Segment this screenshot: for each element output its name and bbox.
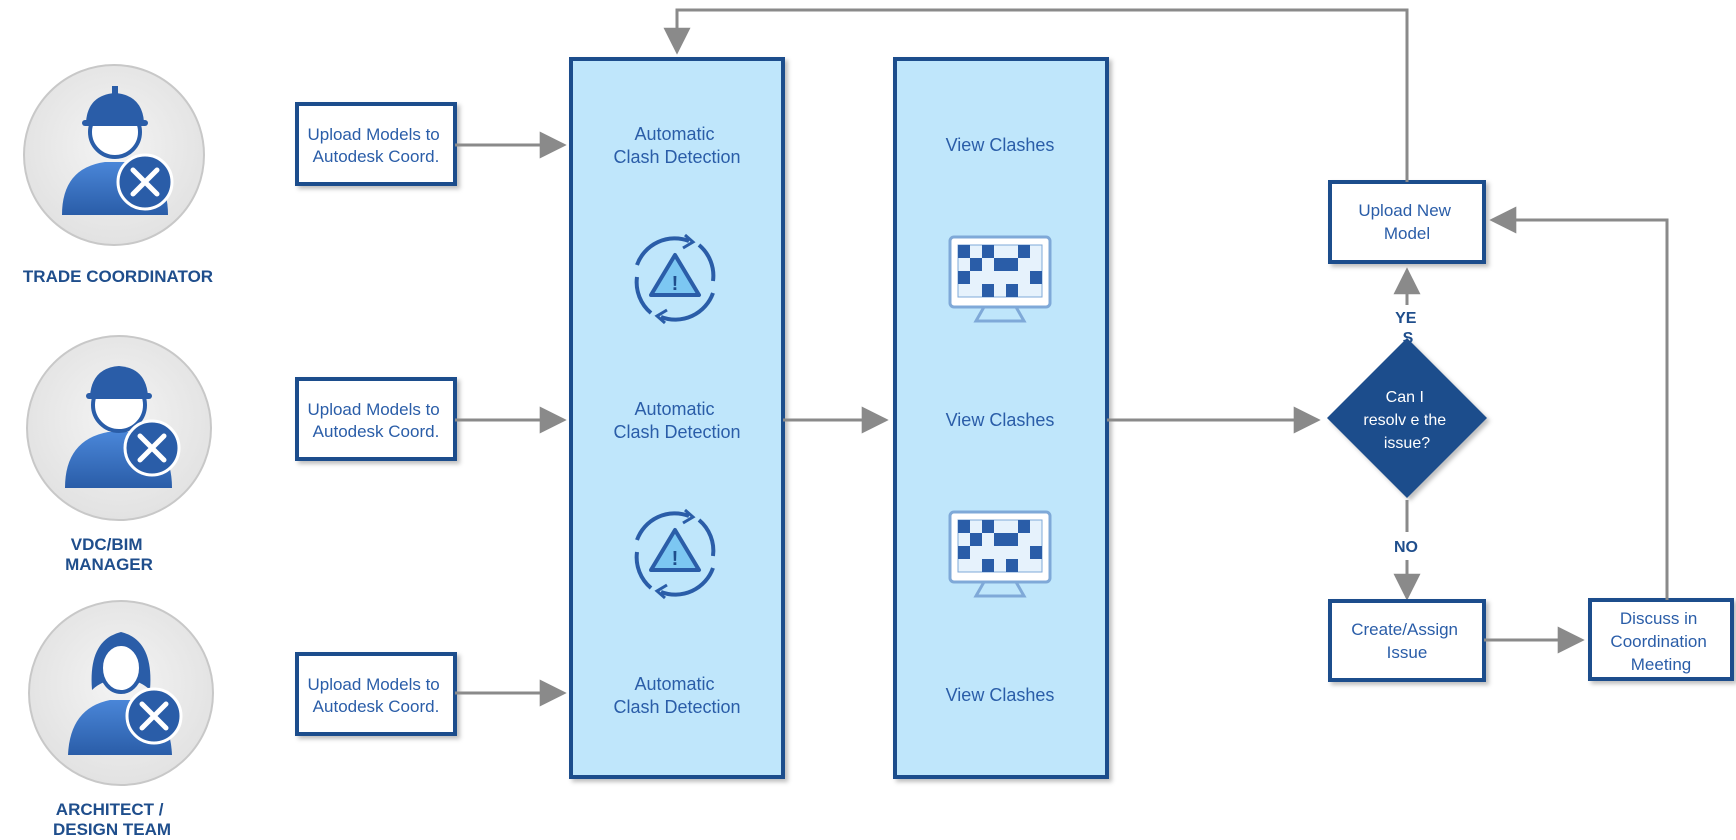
discuss-coordination-meeting-box: Discuss in Coordination Meeting <box>1588 598 1734 681</box>
detection-label-1: Automatic Clash Detection <box>613 124 740 167</box>
role-label-trade-coordinator: TRADE COORDINATOR <box>23 267 213 286</box>
upload-models-box-2: Upload Models to Autodesk Coord. <box>295 377 457 461</box>
svg-text:Upload Models to Autodes: Upload Models to Autodesk Coord. <box>307 125 444 166</box>
no-label: NO <box>1394 539 1418 556</box>
worker-with-tools-icon <box>62 86 174 215</box>
yes-label: YE S <box>1395 310 1421 347</box>
detection-label-2: Automatic Clash Detection <box>613 399 740 442</box>
view-clashes-label-1: View Clashes <box>946 135 1055 155</box>
arrow-discuss-to-upload-new-model <box>1489 206 1669 600</box>
warning-refresh-icon: ! <box>634 508 716 600</box>
svg-text:!: ! <box>672 273 679 295</box>
svg-text:Upload Models to Autodes: Upload Models to Autodesk Coord. <box>307 400 444 441</box>
arrow-loop-back-to-detection <box>663 8 1409 182</box>
upload-models-box-1: Upload Models to Autodesk Coord. <box>295 102 457 186</box>
view-column <box>893 57 1109 779</box>
detection-column <box>569 57 785 779</box>
view-clashes-label-3: View Clashes <box>946 685 1055 705</box>
decision-diamond: Can I resolv e the issue? <box>1327 338 1487 498</box>
detection-label-3: Automatic Clash Detection <box>613 674 740 717</box>
role-architect-design-team <box>28 600 214 786</box>
upload-models-box-3: Upload Models to Autodesk Coord. <box>295 652 457 736</box>
svg-text:!: ! <box>672 548 679 570</box>
worker-with-tools-icon <box>65 366 181 488</box>
svg-text:Upload New Model: Upload New Model <box>1358 201 1455 243</box>
view-clashes-label-2: View Clashes <box>946 410 1055 430</box>
create-assign-issue-box: Create/Assign Issue <box>1328 599 1486 682</box>
woman-with-close-badge-icon <box>68 632 183 755</box>
monitor-grid-icon <box>948 235 1052 323</box>
role-vdc-bim-manager <box>26 335 212 521</box>
svg-text:Can I resolv e the: Can I resolv e the issue? <box>1363 389 1450 452</box>
svg-text:Discuss in Coordination: Discuss in Coordination Meeting <box>1610 609 1711 674</box>
role-trade-coordinator <box>23 64 205 246</box>
svg-text:Upload Models to Autodes: Upload Models to Autodesk Coord. <box>307 675 444 716</box>
monitor-grid-icon <box>948 510 1052 598</box>
role-label-vdc-bim-manager: VDC/BIM MANAGER <box>65 535 153 574</box>
role-label-architect-design-team: ARCHITECT / DESIGN TEAM <box>53 800 171 839</box>
upload-new-model-box: Upload New Model <box>1328 180 1486 264</box>
warning-refresh-icon: ! <box>634 233 716 325</box>
svg-text:Create/Assign Issue: Create/Assign Issue <box>1351 620 1463 662</box>
